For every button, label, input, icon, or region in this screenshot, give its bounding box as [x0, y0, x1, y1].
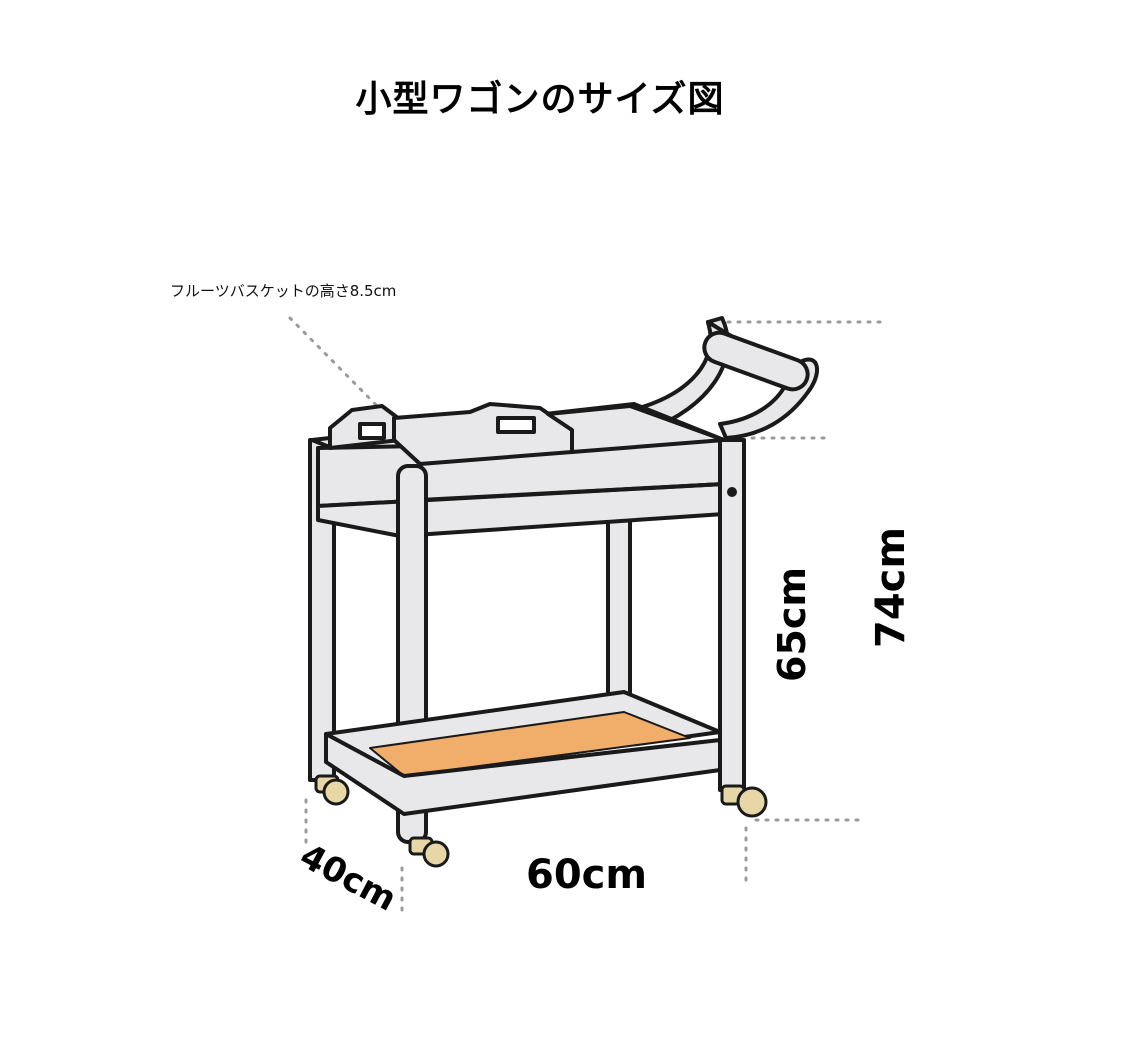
handle-bar [702, 330, 810, 392]
basket-tray-right [546, 404, 726, 454]
bottom-shelf-front [324, 732, 722, 816]
basket-handle-left [358, 422, 386, 440]
caster-front-right-wheel [736, 786, 768, 818]
dotted-guides [288, 316, 884, 914]
diagram-title: 小型ワゴンのサイズ図 [355, 79, 725, 120]
basket-main [392, 402, 574, 466]
front-right-leg [718, 438, 746, 792]
rear-right-leg [606, 510, 632, 710]
top-shelf-edge [418, 482, 726, 502]
basket-handle-right [496, 416, 536, 434]
casters [314, 774, 768, 868]
width-dimension-label: 60cm [526, 852, 648, 898]
caster-front-left-wheel [422, 840, 450, 868]
caster-rear-left-wheel [322, 778, 350, 806]
basket-guide-line [288, 316, 385, 414]
total-height-dimension-label: 74cm [868, 526, 914, 648]
bottom-shelf-insert [369, 711, 691, 777]
cart [308, 316, 820, 868]
basket-height-note: フルーツバスケットの高さ8.5cm [170, 282, 397, 300]
leg-bolt [727, 487, 737, 497]
shelf-height-dimension-label: 65cm [770, 566, 814, 682]
